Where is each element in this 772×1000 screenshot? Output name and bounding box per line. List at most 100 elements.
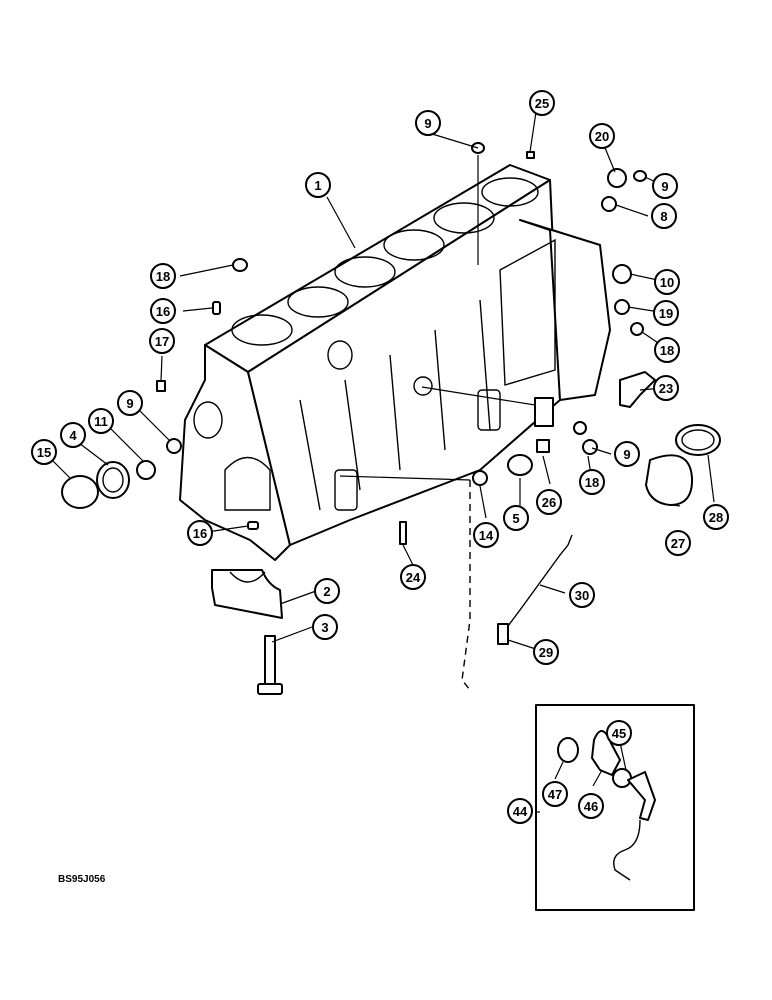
callout-circle: [606, 720, 632, 746]
callout-label: 28: [709, 510, 723, 525]
callout-circle: [533, 639, 559, 665]
callout-circle: [305, 172, 331, 198]
cylinder-block: [179, 164, 611, 561]
callout-c30: 30: [569, 582, 595, 608]
callout-label: 44: [513, 804, 528, 819]
callout-c9b: 9: [652, 173, 678, 199]
callout-c25: 25: [529, 90, 555, 116]
dipstick: [461, 480, 573, 691]
callout-c45: 45: [606, 720, 632, 746]
callout-circle: [507, 798, 533, 824]
callout-circle: [579, 469, 605, 495]
callout-circle: [60, 422, 86, 448]
callout-c24: 24: [400, 564, 426, 590]
callout-c14: 14: [473, 522, 499, 548]
callout-label: 24: [406, 570, 421, 585]
callout-circle: [503, 505, 529, 531]
callout-label: 9: [126, 396, 133, 411]
callout-label: 46: [584, 799, 598, 814]
callout-c46: 46: [578, 793, 604, 819]
callout-c5: 5: [503, 505, 529, 531]
callout-circle: [651, 203, 677, 229]
callout-circle: [150, 298, 176, 324]
callout-circle: [614, 441, 640, 467]
callout-label: 19: [659, 306, 673, 321]
hose-and-clamp: [645, 424, 721, 506]
callout-label: 10: [660, 275, 674, 290]
callout-circle: [578, 793, 604, 819]
callout-label: 9: [623, 447, 630, 462]
callout-circle: [652, 173, 678, 199]
callout-c17: 17: [149, 328, 175, 354]
callout-c28: 28: [703, 504, 729, 530]
callout-label: 45: [612, 726, 626, 741]
callout-c10: 10: [654, 269, 680, 295]
rear-fittings: [601, 168, 656, 408]
callout-label: 16: [193, 526, 207, 541]
callout-c16b: 16: [187, 520, 213, 546]
callout-c20: 20: [589, 123, 615, 149]
heater-kit-inset: [535, 704, 695, 911]
callout-label: 20: [595, 129, 609, 144]
callout-label: 8: [660, 209, 667, 224]
callout-label: 9: [661, 179, 668, 194]
main-bearing-cap: [211, 569, 283, 619]
callout-label: 47: [548, 787, 562, 802]
callout-label: 18: [660, 343, 674, 358]
callout-label: 5: [512, 511, 519, 526]
callout-label: 26: [542, 495, 556, 510]
side-fittings: [399, 397, 598, 545]
callout-circle: [569, 582, 595, 608]
callout-circle: [473, 522, 499, 548]
callout-c26: 26: [536, 489, 562, 515]
callout-c16a: 16: [150, 298, 176, 324]
callout-label: 15: [37, 445, 51, 460]
callout-label: 2: [323, 584, 330, 599]
callout-c18c: 18: [579, 469, 605, 495]
callout-c4: 4: [60, 422, 86, 448]
callout-c23: 23: [653, 375, 679, 401]
callout-c2: 2: [314, 578, 340, 604]
callout-label: 17: [155, 334, 169, 349]
callout-c18b: 18: [654, 337, 680, 363]
callout-label: 29: [539, 645, 553, 660]
cap-bolt: [257, 635, 283, 695]
figure-code: BS95J056: [58, 874, 106, 885]
callout-c1: 1: [305, 172, 331, 198]
callout-circle: [654, 337, 680, 363]
callout-label: 3: [321, 620, 328, 635]
callout-circle: [529, 90, 555, 116]
callout-circle: [415, 110, 441, 136]
callout-label: 1: [314, 178, 321, 193]
callout-c15: 15: [31, 439, 57, 465]
callout-c8: 8: [651, 203, 677, 229]
callout-c29: 29: [533, 639, 559, 665]
callout-circle: [653, 300, 679, 326]
callout-circle: [654, 269, 680, 295]
callout-label: 4: [69, 428, 77, 443]
callout-c18a: 18: [150, 263, 176, 289]
callout-circle: [150, 263, 176, 289]
callout-label: 14: [479, 528, 494, 543]
callout-circle: [589, 123, 615, 149]
callout-c11: 11: [88, 408, 114, 434]
callout-label: 9: [424, 116, 431, 131]
callout-c9a: 9: [415, 110, 441, 136]
callout-circle: [703, 504, 729, 530]
callout-c47: 47: [542, 781, 568, 807]
callout-c9c: 9: [117, 390, 143, 416]
callout-c27: 27: [665, 530, 691, 556]
callout-circle: [400, 564, 426, 590]
callout-circle: [665, 530, 691, 556]
callout-circle: [88, 408, 114, 434]
callout-label: 30: [575, 588, 589, 603]
plugs-and-pins: [212, 142, 535, 530]
callout-circle: [117, 390, 143, 416]
callout-label: 18: [156, 269, 170, 284]
callout-c9d: 9: [614, 441, 640, 467]
callout-c44: 44: [507, 798, 533, 824]
callout-label: 18: [585, 475, 599, 490]
callout-c3: 3: [312, 614, 338, 640]
callout-label: 16: [156, 304, 170, 319]
